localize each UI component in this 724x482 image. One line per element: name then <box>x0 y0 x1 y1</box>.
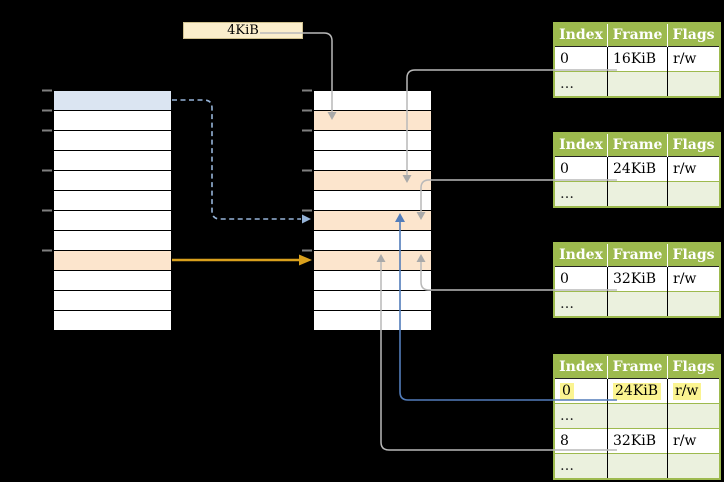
table-cell: … <box>554 291 608 317</box>
table-cell: … <box>554 71 608 97</box>
table-cell <box>667 403 720 429</box>
virtual-memory-row-9 <box>54 271 171 291</box>
physical-memory-row-0 <box>314 91 431 111</box>
table-cell: 8 <box>554 428 608 454</box>
page-size-label-box: 4KiB <box>183 22 303 39</box>
physical-memory-row-5 <box>314 191 431 211</box>
column-header-frame: Frame <box>607 23 668 47</box>
physical-memory-row-1 <box>314 111 431 131</box>
virtual-memory-row-11 <box>54 311 171 330</box>
physical-memory-row-2 <box>314 131 431 151</box>
page-size-label: 4KiB <box>227 23 259 38</box>
table-cell <box>607 71 668 97</box>
physical-memory-row-10 <box>314 291 431 311</box>
physical-memory-row-6 <box>314 211 431 231</box>
virtual-memory-row-10 <box>54 291 171 311</box>
table-cell: 0 <box>554 378 608 404</box>
table-cell: r/w <box>667 46 720 72</box>
table-cell: 0 <box>554 266 608 292</box>
table-cell: r/w <box>667 428 720 454</box>
table-cell <box>667 71 720 97</box>
column-header-flags: Flags <box>667 133 720 157</box>
table-cell: r/w <box>667 156 720 182</box>
virtual-memory-row-4 <box>54 171 171 191</box>
virtual-memory-row-7 <box>54 231 171 251</box>
column-header-frame: Frame <box>607 133 668 157</box>
virtual-memory-row-5 <box>54 191 171 211</box>
physical-memory-row-9 <box>314 271 431 291</box>
virtual-memory-row-1 <box>54 111 171 131</box>
table-row: 0 24KiB r/w <box>554 378 720 404</box>
table-cell: … <box>554 453 608 479</box>
table-row: … <box>554 71 720 97</box>
column-header-frame: Frame <box>607 243 668 267</box>
physical-memory-row-3 <box>314 151 431 171</box>
physical-address-ticks <box>302 89 312 252</box>
arrow-virtual-page-dashed-icon <box>172 99 311 224</box>
physical-memory-row-4 <box>314 171 431 191</box>
table-cell: 24KiB <box>607 378 668 404</box>
physical-memory-column <box>313 90 432 331</box>
column-header-frame: Frame <box>607 355 668 379</box>
table-row: … <box>554 291 720 317</box>
physical-memory-row-8 <box>314 251 431 271</box>
table-cell: … <box>554 181 608 207</box>
virtual-address-ticks <box>42 89 52 252</box>
column-header-flags: Flags <box>667 355 720 379</box>
table-cell <box>667 181 720 207</box>
physical-memory-row-7 <box>314 231 431 251</box>
table-cell: 16KiB <box>607 46 668 72</box>
column-header-index: Index <box>554 355 608 379</box>
physical-memory-row-11 <box>314 311 431 330</box>
table-cell: 0 <box>554 156 608 182</box>
highlighted-value: r/w <box>673 383 702 400</box>
column-header-flags: Flags <box>667 243 720 267</box>
table-cell: 0 <box>554 46 608 72</box>
table-row: … <box>554 403 720 429</box>
column-header-index: Index <box>554 133 608 157</box>
table-cell <box>607 453 668 479</box>
table-cell: r/w <box>667 266 720 292</box>
column-header-index: Index <box>554 23 608 47</box>
virtual-memory-row-6 <box>54 211 171 231</box>
column-header-index: Index <box>554 243 608 267</box>
virtual-memory-row-3 <box>54 151 171 171</box>
table-cell <box>607 403 668 429</box>
virtual-memory-row-8 <box>54 251 171 271</box>
table-cell: … <box>554 403 608 429</box>
table-row: … <box>554 453 720 479</box>
table-cell: 24KiB <box>607 156 668 182</box>
virtual-memory-row-0 <box>54 91 171 111</box>
virtual-memory-row-2 <box>54 131 171 151</box>
arrow-virtual-page-orange-icon <box>172 254 312 266</box>
table-cell <box>667 453 720 479</box>
highlighted-value: 24KiB <box>613 383 662 400</box>
table-cell <box>607 291 668 317</box>
table-cell: 32KiB <box>607 428 668 454</box>
column-header-flags: Flags <box>667 23 720 47</box>
table-cell: 32KiB <box>607 266 668 292</box>
table-row: … <box>554 181 720 207</box>
table-cell <box>607 181 668 207</box>
virtual-memory-column <box>53 90 172 331</box>
table-cell <box>667 291 720 317</box>
table-cell: r/w <box>667 378 720 404</box>
highlighted-value: 0 <box>560 383 574 400</box>
